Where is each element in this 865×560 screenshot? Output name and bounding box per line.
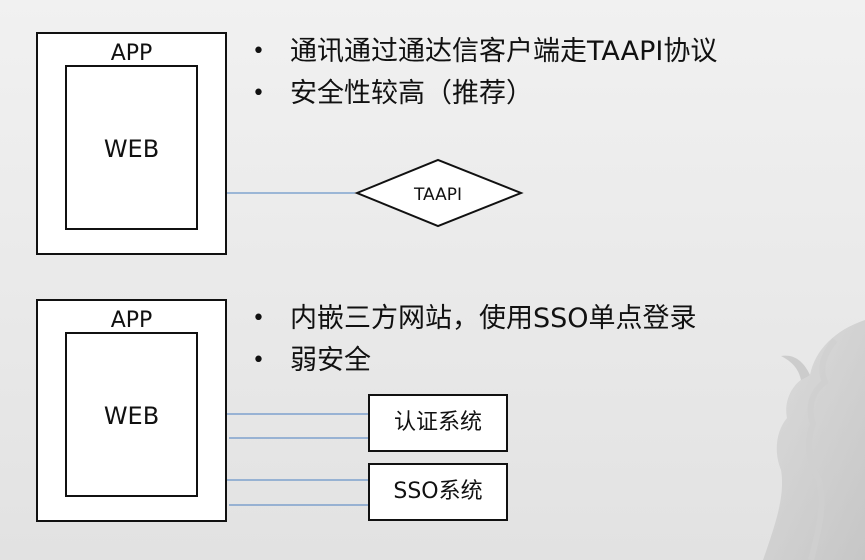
top-bullet-item: 安全性较高（推荐） [250,73,717,115]
top-app-box: APP WEB [36,32,227,255]
auth-system-box: 认证系统 [368,394,508,452]
bottom-bullet-item: 弱安全 [250,340,697,382]
top-web-label: WEB [103,135,160,163]
taapi-diamond-label: TAAPI [413,185,462,205]
top-bullet-item: 通讯通过通达信客户端走TAAPI协议 [250,31,717,73]
top-app-label: APP [110,41,153,66]
bottom-web-label: WEB [103,402,160,430]
bottom-bullet-list: 内嵌三方网站，使用SSO单点登录 弱安全 [250,298,697,382]
bottom-web-box: WEB [65,332,198,497]
top-web-box: WEB [65,65,198,230]
taapi-diamond [354,158,524,228]
bottom-app-box: APP WEB [36,299,227,522]
bull-watermark-image [763,320,865,560]
top-bullet-list: 通讯通过通达信客户端走TAAPI协议 安全性较高（推荐） [250,31,717,115]
sso-system-box: SSO系统 [368,463,508,521]
bottom-bullet-item: 内嵌三方网站，使用SSO单点登录 [250,298,697,340]
bottom-app-label: APP [110,308,153,333]
